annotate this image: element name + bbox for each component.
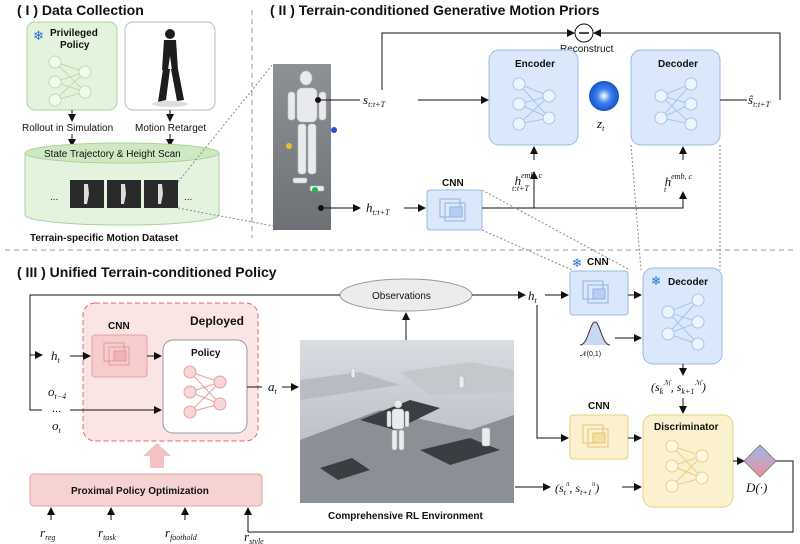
policy-cnn-label: CNN	[108, 321, 130, 332]
section-title-motion-priors: ( II ) Terrain-conditioned Generative Mo…	[270, 2, 600, 18]
frozen-decoder-label: Decoder	[668, 277, 708, 288]
rollout-label: Rollout in Simulation	[22, 123, 113, 134]
privileged-label-1: Privileged	[50, 28, 98, 39]
h-t-input-symbol: ht	[51, 348, 61, 365]
ppo-box	[29, 473, 263, 507]
section-title-unified-policy: ( III ) Unified Terrain-conditioned Poli…	[17, 264, 277, 280]
cnn-label-priors: CNN	[442, 178, 464, 189]
database-ellipsis-right: ...	[184, 192, 192, 203]
reward-reg: rreg	[40, 525, 55, 542]
database-label: State Trajectory & Height Scan	[44, 149, 181, 160]
o-prev-symbol: ot−4	[48, 384, 66, 401]
discriminator-cnn-label: CNN	[588, 401, 610, 412]
walking-human-icon	[158, 29, 184, 102]
section-title-data-collection: ( I ) Data Collection	[17, 2, 144, 18]
policy-cnn-icon	[103, 342, 130, 366]
encoder-label: Encoder	[515, 59, 555, 70]
snowflake-icon-cnn: ❄	[572, 256, 582, 270]
normal-distribution-label: 𝒩(0,1)	[580, 351, 601, 358]
height-scan-sequence-symbol: ht:t+T	[366, 200, 390, 217]
encoder-network-icon	[512, 77, 556, 131]
latent-z-symbol: zt	[596, 116, 605, 133]
privileged-label-2: Policy	[60, 40, 90, 51]
frozen-decoder-network-icon	[661, 293, 705, 351]
reconstruct-label: Reconstruct	[560, 44, 614, 55]
h-t-top-symbol: ht	[528, 288, 538, 305]
snowflake-icon: ❄	[33, 28, 44, 43]
o-t-symbol: ot	[52, 418, 62, 435]
o-dots-symbol: ...	[52, 403, 61, 415]
database-ellipsis-left: ...	[50, 192, 58, 203]
database-thumbnails	[70, 180, 178, 208]
frozen-cnn-icon	[582, 280, 609, 304]
decoder-network-icon	[654, 77, 698, 131]
retarget-label: Motion Retarget	[135, 123, 206, 134]
reward-arrows	[47, 507, 252, 532]
frozen-cnn-label: CNN	[587, 257, 609, 268]
snowflake-icon-decoder: ❄	[651, 274, 661, 288]
latent-z-node	[589, 81, 619, 111]
discriminator-output-symbol: D(·)	[745, 480, 767, 495]
state-sequence-symbol: st:t+T	[363, 92, 386, 109]
encoder-box	[488, 49, 579, 146]
reward-foothold: rfoothold	[165, 525, 198, 542]
decoder-box	[630, 49, 721, 146]
reconstructed-state-symbol: ŝt:t+T	[748, 92, 771, 109]
deployed-label: Deployed	[190, 314, 244, 328]
observations-label: Observations	[372, 291, 431, 302]
discriminator-label: Discriminator	[654, 422, 719, 433]
humanoid-robot-icon	[287, 70, 327, 192]
ppo-update-arrow	[143, 443, 171, 468]
discriminator-output-diamond	[743, 444, 777, 478]
terrain-shapes	[300, 362, 514, 503]
cnn-icon-priors	[439, 198, 466, 222]
discriminator-cnn-icon	[582, 424, 609, 448]
privileged-network-icon	[48, 55, 92, 107]
rl-environment-label: Comprehensive RL Environment	[328, 511, 484, 522]
policy-state-pair: (stπ, st+1π)	[555, 480, 599, 497]
policy-network-icon	[183, 365, 227, 419]
reward-style: rstyle	[244, 529, 264, 544]
action-symbol: at	[268, 379, 278, 396]
policy-label: Policy	[191, 348, 221, 359]
reward-task: rtask	[98, 525, 116, 542]
discriminator-network-icon	[665, 439, 709, 493]
decoder-label: Decoder	[658, 59, 698, 70]
dataset-caption: Terrain-specific Motion Dataset	[30, 233, 179, 244]
motion-prior-state-pair: (skℳ, sk+1ℳ)	[651, 379, 706, 396]
env-robot-icon	[350, 367, 491, 451]
ppo-label: Proximal Policy Optimization	[71, 486, 209, 497]
normal-distribution-icon	[579, 321, 611, 346]
